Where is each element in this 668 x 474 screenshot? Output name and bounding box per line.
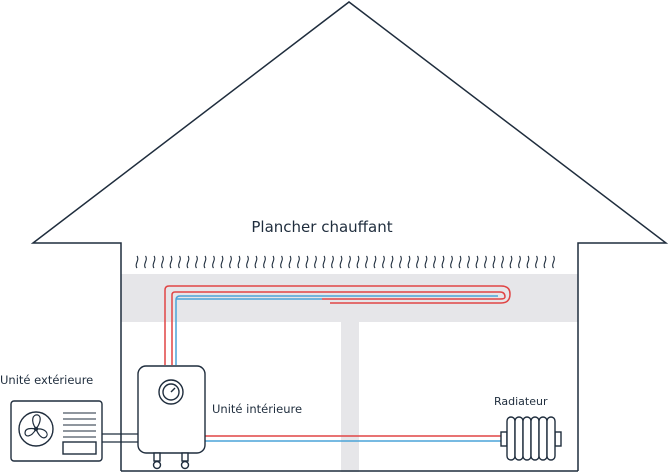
heat-wave	[288, 255, 292, 269]
heat-wave	[424, 255, 428, 269]
heat-wave	[229, 255, 232, 269]
heat-wave	[518, 255, 521, 269]
heat-wave	[348, 255, 351, 269]
heat-wave	[212, 255, 215, 269]
vent-grille	[63, 412, 96, 438]
heat-wave	[254, 255, 258, 269]
heat-wave	[263, 255, 266, 269]
heat-wave	[535, 255, 538, 269]
heat-wave	[169, 255, 173, 269]
outdoor-panel	[62, 441, 97, 455]
heat-wave	[144, 255, 147, 269]
heat-wave	[356, 255, 360, 269]
heat-wave	[305, 255, 309, 269]
heat-wave	[390, 255, 394, 269]
hot-pipe-coil	[164, 285, 511, 365]
heat-wave	[407, 255, 411, 269]
heat-wave	[484, 255, 487, 269]
outdoor-unit	[10, 400, 103, 462]
heat-wave	[458, 255, 462, 269]
heat-wave	[246, 255, 249, 269]
cold-pipe-coil	[175, 295, 322, 365]
heat-wave	[365, 255, 368, 269]
heat-wave	[135, 255, 139, 269]
heat-wave	[382, 255, 385, 269]
heat-wave	[195, 255, 198, 269]
heat-wave	[501, 255, 504, 269]
heat-wave	[543, 255, 547, 269]
heat-wave	[509, 255, 513, 269]
heat-wave	[186, 255, 190, 269]
heat-wave	[271, 255, 275, 269]
heat-wave	[492, 255, 496, 269]
floor-heating-band	[121, 274, 578, 322]
floor-heating-coil	[164, 285, 511, 365]
gauge-icon	[158, 379, 184, 405]
heat-wave	[399, 255, 402, 269]
indoor-unit	[137, 365, 206, 470]
support-pillar	[341, 322, 359, 472]
indoor-connectors	[152, 452, 190, 470]
heat-wave	[331, 255, 334, 269]
heat-wave	[450, 255, 453, 269]
heat-wave	[203, 255, 207, 269]
heat-wave-icon	[135, 255, 555, 269]
heat-wave	[552, 255, 555, 269]
radiator-icon	[500, 416, 562, 461]
heat-wave	[416, 255, 419, 269]
heat-wave	[322, 255, 326, 269]
heat-wave	[280, 255, 283, 269]
diagram-title: Plancher chauffant	[251, 218, 393, 236]
heat-wave	[467, 255, 470, 269]
outdoor-unit-label: Unité extérieure	[0, 373, 94, 387]
heat-wave	[373, 255, 377, 269]
heat-wave	[433, 255, 436, 269]
heat-wave	[152, 255, 156, 269]
heat-wave	[161, 255, 164, 269]
heat-wave	[339, 255, 343, 269]
heat-wave	[526, 255, 530, 269]
heat-wave	[475, 255, 479, 269]
fan-icon	[24, 414, 48, 439]
heat-wave	[220, 255, 224, 269]
heat-wave	[441, 255, 445, 269]
hot-pipe-inner	[171, 291, 506, 365]
heat-wave	[237, 255, 241, 269]
heat-wave	[178, 255, 181, 269]
house-outline	[30, 1, 668, 471]
heat-wave	[314, 255, 317, 269]
indoor-unit-label: Unité intérieure	[212, 402, 303, 416]
heat-wave	[297, 255, 300, 269]
radiator-label: Radiateur	[494, 395, 548, 408]
